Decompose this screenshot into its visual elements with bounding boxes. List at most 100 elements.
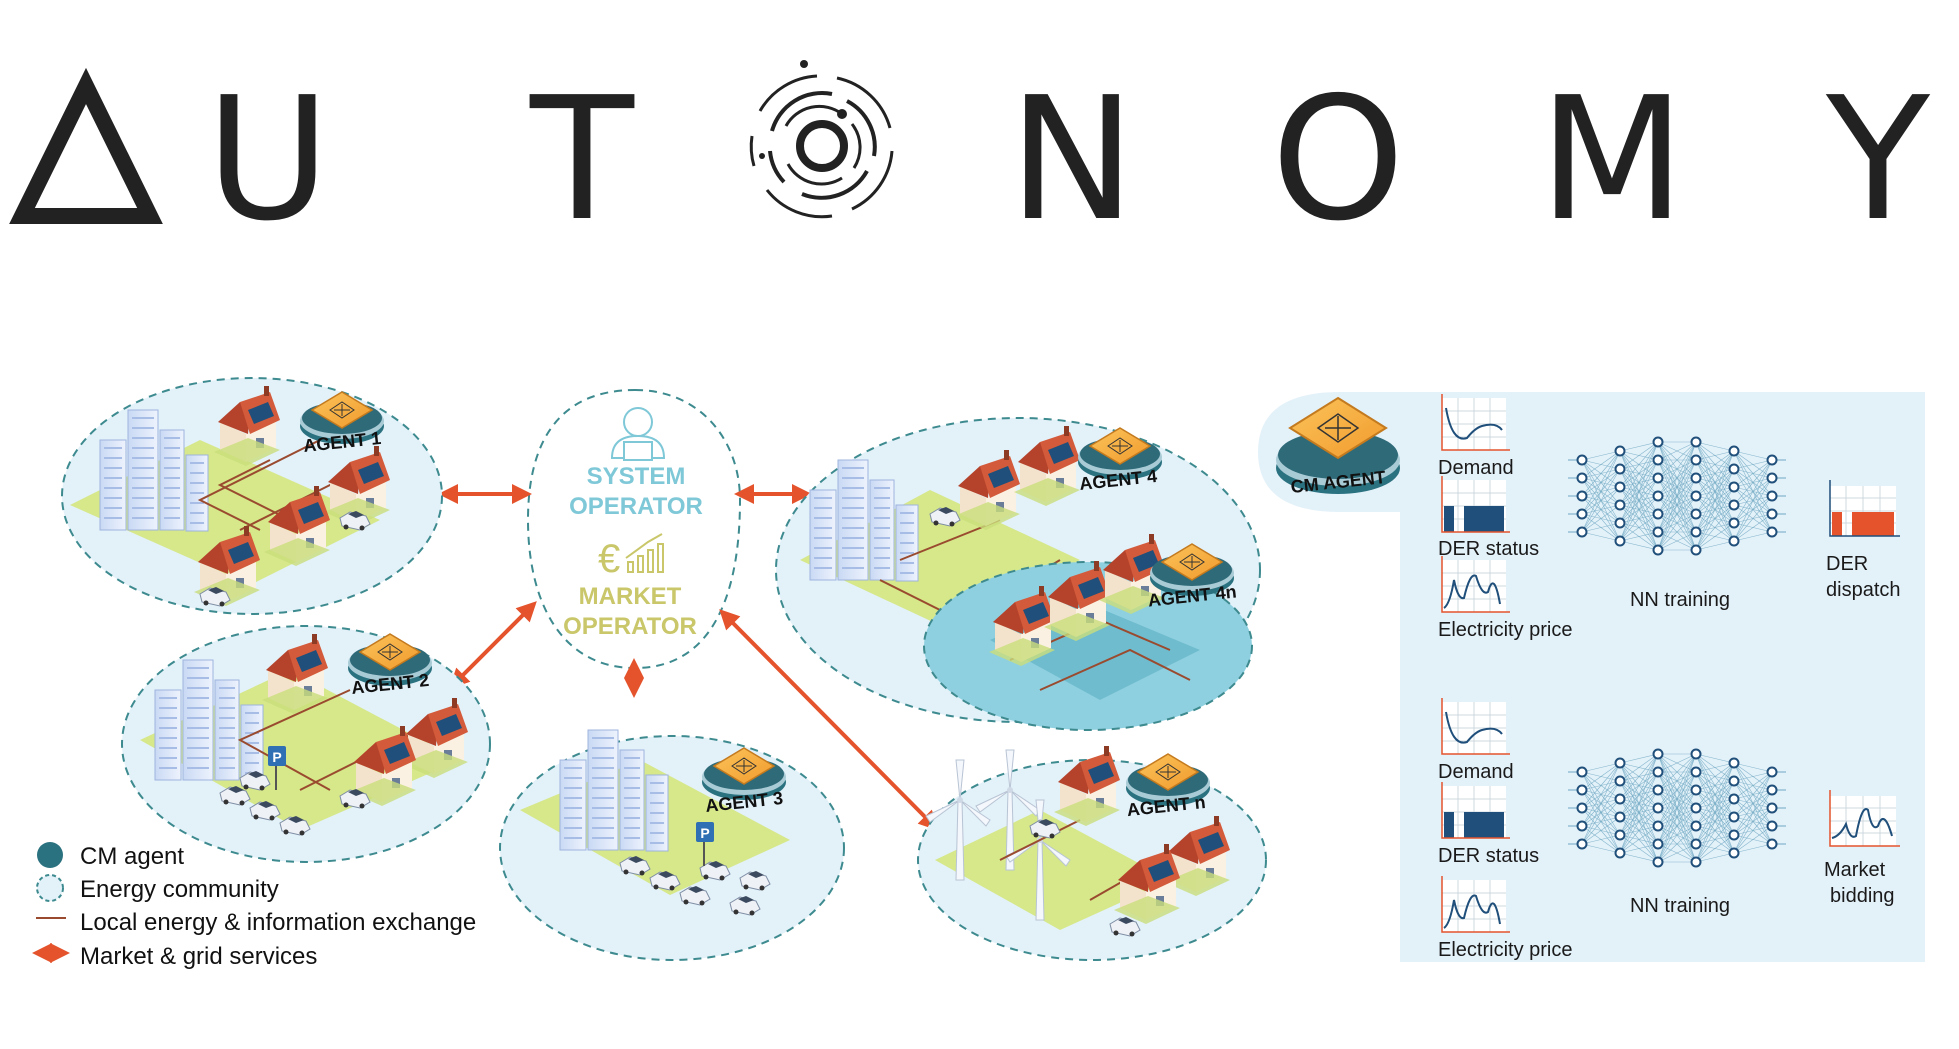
- car-icon: [1029, 819, 1061, 839]
- energy-communities: AGENT 1 P AGENT 2: [61, 377, 1267, 961]
- logo-letter-n: N: [1008, 61, 1135, 259]
- logo-letter-t: T: [529, 61, 635, 259]
- cm-agent-chip-icon: [300, 391, 384, 444]
- cm-agent-chip-icon: [1150, 543, 1234, 596]
- logo-letter-o: O: [1271, 61, 1405, 259]
- market-bidding-label-line2: bidding: [1830, 885, 1895, 907]
- cm-agent-chip-icon: [1126, 753, 1210, 806]
- car-icon: [339, 511, 371, 531]
- svg-text:P: P: [700, 825, 709, 841]
- energy-community-1: AGENT 1: [61, 377, 443, 615]
- price-chart-icon: [1441, 556, 1510, 613]
- arrow-agent2: [449, 601, 537, 689]
- house-icon: [264, 486, 330, 566]
- house-icon: [402, 698, 468, 778]
- legend-local-exchange: Local energy & information exchange: [80, 909, 476, 936]
- cm-agent-chip-icon: [348, 633, 432, 686]
- city-buildings-icon: [559, 729, 669, 852]
- legend-market-services: Market & grid services: [80, 943, 317, 970]
- house-icon: [1164, 816, 1230, 896]
- market-grid-arrows: [438, 484, 939, 831]
- bottom-nn-label: NN training: [1630, 895, 1730, 917]
- market-bidding-label-line1: Market: [1824, 859, 1886, 881]
- car-icon: [679, 886, 711, 906]
- cm-agent-chip-icon: [1078, 427, 1162, 480]
- energy-community-2: P AGENT 2: [121, 625, 491, 863]
- logo-emblem-icon: [749, 60, 894, 219]
- top-demand-label: Demand: [1438, 457, 1514, 479]
- operator-hub: SYSTEM OPERATOR € MARKET OPERATOR: [526, 388, 742, 670]
- top-nn-label: NN training: [1630, 589, 1730, 611]
- energy-community-4: AGENT 4 AGENT 4n: [775, 417, 1261, 731]
- market-operator-line2: OPERATOR: [563, 613, 697, 640]
- nn-bottom-icon: [1568, 748, 1786, 868]
- legend: CM agent Energy community Local energy &…: [32, 842, 476, 970]
- legend-cm-agent: CM agent: [80, 843, 184, 870]
- euro-symbol: €: [598, 537, 620, 581]
- wind-turbine-icon: [975, 749, 1041, 871]
- der-dispatch-label-line1: DER: [1826, 553, 1868, 575]
- price-chart-icon-2: [1441, 876, 1510, 933]
- cm-agent-chip-icon: [702, 747, 786, 800]
- logo-letter-u: U: [206, 61, 330, 259]
- cm-agent-panel: CM AGENT Demand DER status: [1258, 392, 1925, 962]
- demand-chart-icon-2: [1441, 698, 1510, 755]
- logo-letter-y: Y: [1825, 61, 1931, 259]
- car-icon: [249, 801, 281, 821]
- car-icon: [199, 587, 231, 607]
- parking-sign-icon: P: [268, 746, 286, 790]
- car-icon: [929, 507, 961, 527]
- car-icon: [729, 896, 761, 916]
- car-icon: [339, 789, 371, 809]
- bottom-demand-label: Demand: [1438, 761, 1514, 783]
- city-buildings-icon: [99, 409, 209, 532]
- house-icon: [1014, 426, 1080, 506]
- logo-letter-a: [9, 67, 163, 224]
- house-icon: [214, 386, 280, 466]
- der-dispatch-label-line2: dispatch: [1826, 579, 1901, 601]
- car-icon: [1109, 917, 1141, 937]
- legend-community: Energy community: [80, 876, 279, 903]
- house-icon: [262, 634, 328, 714]
- energy-community-n: AGENT n: [917, 746, 1267, 961]
- demand-chart-icon: [1441, 394, 1510, 451]
- der-dispatch-chart-icon: [1829, 480, 1900, 537]
- house-icon: [1099, 534, 1165, 614]
- bottom-price-label: Electricity price: [1438, 939, 1572, 961]
- der-status-chart-icon-2: [1441, 782, 1510, 839]
- car-icon: [219, 786, 251, 806]
- logo-letter-m: M: [1539, 61, 1686, 259]
- car-icon: [699, 861, 731, 881]
- house-icon: [989, 586, 1055, 666]
- parking-sign-icon: P: [696, 822, 714, 866]
- house-icon: [1114, 844, 1180, 924]
- bottom-der-status-label: DER status: [1438, 845, 1539, 867]
- top-price-label: Electricity price: [1438, 619, 1572, 641]
- city-buildings-icon: [154, 659, 264, 782]
- legend-cm-agent-icon: [37, 842, 63, 868]
- bottom-input-charts: Demand DER status Electricity price: [1438, 698, 1572, 961]
- svg-text:P: P: [272, 749, 281, 765]
- der-status-chart-icon: [1441, 476, 1510, 533]
- top-der-status-label: DER status: [1438, 538, 1539, 560]
- car-icon: [619, 856, 651, 876]
- top-input-charts: Demand DER status Electricity price: [1438, 394, 1572, 641]
- car-icon: [239, 771, 271, 791]
- euro-growth-icon: €: [598, 533, 664, 581]
- car-icon: [279, 816, 311, 836]
- energy-community-3: P AGENT 3: [499, 729, 845, 961]
- system-operator-line2: OPERATOR: [569, 493, 703, 520]
- legend-community-icon: [36, 874, 64, 902]
- market-bidding-chart-icon: [1829, 790, 1900, 847]
- house-icon: [1044, 561, 1110, 641]
- operator-person-icon: [610, 407, 666, 461]
- city-buildings-icon: [809, 459, 919, 582]
- market-operator-line1: MARKET: [579, 583, 682, 610]
- nn-top-icon: [1568, 436, 1786, 556]
- arrow-agentn: [719, 609, 939, 831]
- house-icon: [1054, 746, 1120, 826]
- autonomy-logo: U T N O M Y: [9, 60, 1931, 259]
- wind-turbine-icon: [925, 759, 991, 881]
- house-icon: [954, 450, 1020, 530]
